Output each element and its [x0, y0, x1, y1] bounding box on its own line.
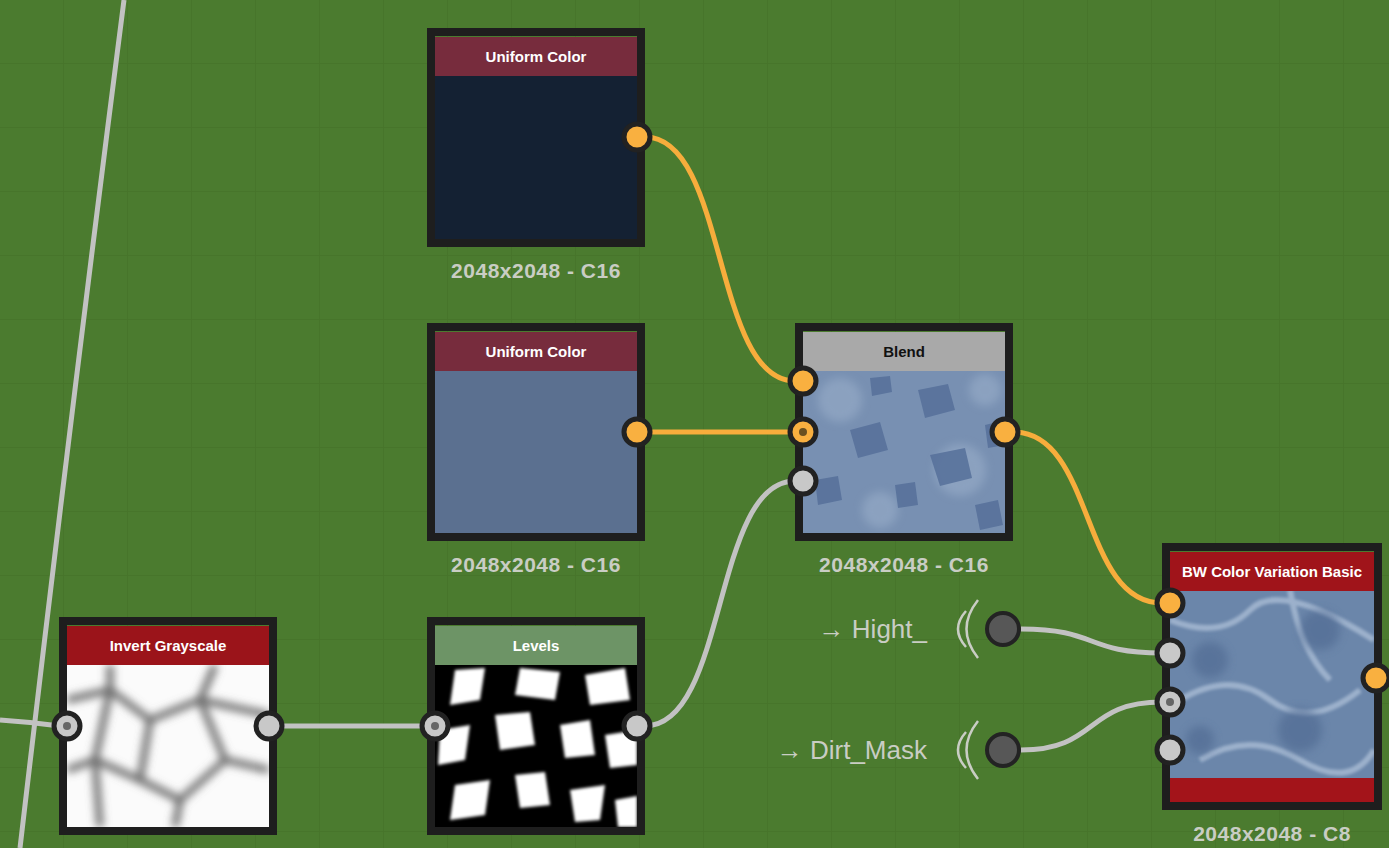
input-label: → Dirt_Mask: [777, 735, 927, 766]
node-title: Uniform Color: [435, 37, 637, 76]
resolution-label: 2048x2048 - C8: [1130, 822, 1389, 846]
node-title: Blend: [803, 332, 1005, 371]
port: [1157, 737, 1183, 763]
grayscale-preview: [67, 665, 269, 827]
node-connection: [1013, 432, 1162, 603]
port: [790, 468, 816, 494]
bw-color-variation-node: BW Color Variation Basic2048x2048 - C8: [1162, 543, 1382, 810]
port: [790, 419, 816, 445]
port: [422, 713, 448, 739]
blend-node: Blend2048x2048 - C16: [795, 323, 1013, 541]
port: [624, 713, 650, 739]
node-connection: [645, 481, 795, 726]
color-preview: [435, 76, 637, 239]
node-title: Levels: [435, 626, 637, 665]
port-dot: [799, 428, 807, 436]
port: [992, 419, 1018, 445]
port-dot: [63, 722, 71, 730]
port-dot: [431, 722, 439, 730]
port: [1363, 665, 1389, 691]
uniform-color-node: Uniform Color2048x2048 - C16: [427, 28, 645, 247]
port: [790, 368, 816, 394]
color-preview: [435, 371, 637, 533]
port: [256, 713, 282, 739]
levels-preview: [435, 665, 637, 827]
input-node: → Hight_: [985, 611, 1021, 647]
node-title: Uniform Color: [435, 332, 637, 371]
port: [1157, 689, 1183, 715]
input-node: → Dirt_Mask: [985, 732, 1021, 768]
input-label: → Hight_: [819, 614, 927, 645]
resolution-label: 2048x2048 - C16: [395, 259, 677, 283]
wire: [0, 720, 60, 726]
node-connection: [277, 724, 427, 729]
blend-preview: [803, 371, 1005, 533]
invert-node: Invert Grayscale: [59, 617, 277, 835]
resolution-label: 2048x2048 - C16: [763, 553, 1045, 577]
port: [624, 419, 650, 445]
uniform-color-node: Uniform Color2048x2048 - C16: [427, 323, 645, 541]
port: [54, 713, 80, 739]
node-title: Invert Grayscale: [67, 626, 269, 665]
port-dot: [1166, 698, 1174, 706]
node-connection: [645, 137, 795, 381]
node-title: BW Color Variation Basic: [1170, 552, 1374, 591]
port: [1157, 590, 1183, 616]
variation-preview: [1170, 590, 1374, 778]
resolution-label: 2048x2048 - C16: [395, 553, 677, 577]
port: [1157, 640, 1183, 666]
node-connection: [1021, 629, 1162, 653]
node-connection: [1021, 702, 1162, 750]
input-wave-symbol: [958, 600, 978, 779]
port: [624, 124, 650, 150]
node-footer: [1170, 778, 1374, 802]
levels-node: Levels: [427, 617, 645, 835]
node-connection: [645, 430, 795, 435]
